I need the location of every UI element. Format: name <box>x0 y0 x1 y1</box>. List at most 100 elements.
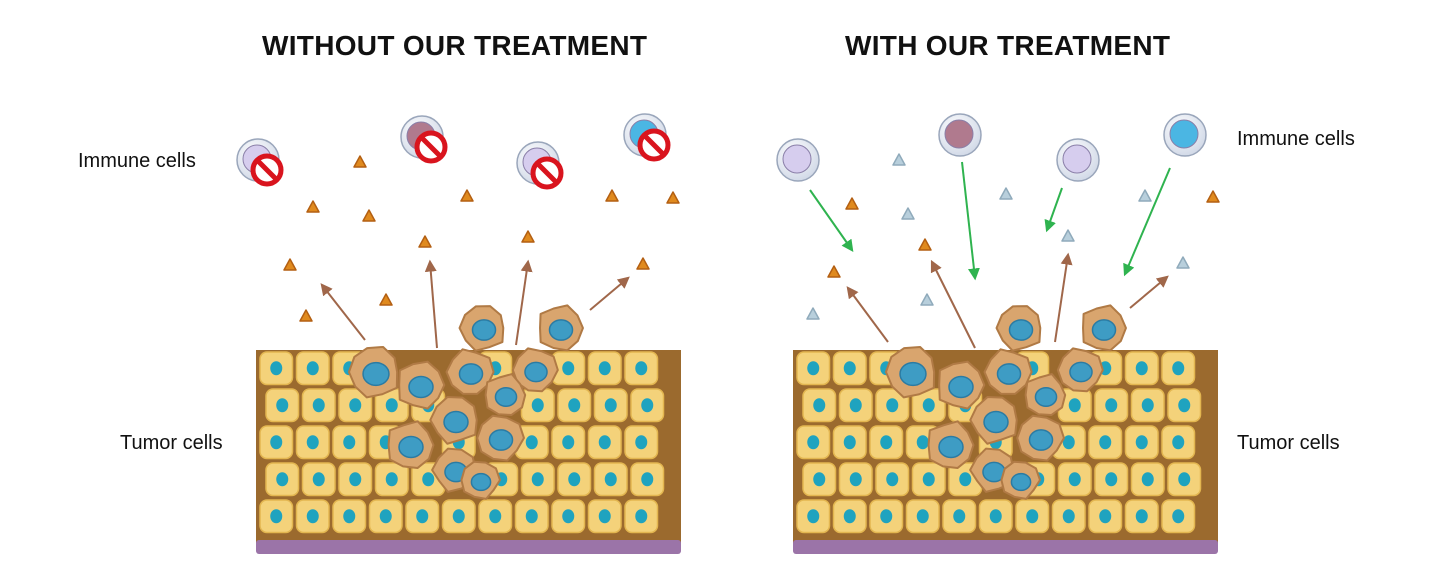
triangle-icon <box>379 293 393 306</box>
healthy-cell-nucleus <box>276 472 289 487</box>
tumor-cell-nucleus <box>398 435 424 459</box>
healthy-cell-nucleus <box>849 398 862 413</box>
triangle-icon <box>362 209 376 222</box>
healthy-cell-nucleus <box>922 398 935 413</box>
healthy-cell-nucleus <box>531 398 544 413</box>
healthy-cell-nucleus <box>306 509 319 524</box>
healthy-cell-nucleus <box>276 398 289 413</box>
healthy-cell-nucleus <box>568 472 581 487</box>
triangle-icon <box>299 309 313 322</box>
basement-membrane <box>256 540 681 554</box>
tumor-cell-nucleus <box>1034 387 1058 407</box>
tumor-cell-nucleus <box>524 361 548 383</box>
healthy-cell-nucleus <box>1135 435 1148 450</box>
healthy-cell-nucleus <box>989 509 1002 524</box>
tumor-cell-nucleus <box>1008 319 1034 341</box>
healthy-cell-nucleus <box>1062 435 1075 450</box>
arrow <box>589 276 630 311</box>
healthy-cell-nucleus <box>1105 398 1118 413</box>
healthy-cell-nucleus <box>922 472 935 487</box>
triangle-icon <box>605 189 619 202</box>
immune-cell-nucleus <box>782 144 812 174</box>
triangle-icon <box>999 187 1013 200</box>
healthy-cell-nucleus <box>1172 509 1185 524</box>
healthy-cell-nucleus <box>916 509 929 524</box>
healthy-cell-nucleus <box>1178 472 1191 487</box>
healthy-cell-nucleus <box>1141 398 1154 413</box>
healthy-cell-nucleus <box>349 398 362 413</box>
no-entry-icon-slash <box>256 159 278 181</box>
healthy-cell-nucleus <box>1141 472 1154 487</box>
tumor-cell-nucleus <box>443 410 469 434</box>
tumor-cell-nucleus <box>458 363 484 385</box>
healthy-cell-nucleus <box>959 472 972 487</box>
healthy-cell-nucleus <box>1026 509 1039 524</box>
healthy-cell-nucleus <box>635 361 648 376</box>
arrow <box>1123 167 1171 277</box>
panel-title-left: WITHOUT OUR TREATMENT <box>262 30 648 61</box>
healthy-cell-nucleus <box>306 361 319 376</box>
healthy-cell-nucleus <box>843 435 856 450</box>
healthy-cell-nucleus <box>1068 472 1081 487</box>
arrow <box>424 259 438 349</box>
tumor-cell-nucleus <box>938 435 964 459</box>
healthy-cell-nucleus <box>1062 509 1075 524</box>
healthy-cell-nucleus <box>880 435 893 450</box>
healthy-cell-nucleus <box>1135 361 1148 376</box>
triangle-icon <box>283 258 297 271</box>
healthy-cell-nucleus <box>562 361 575 376</box>
arrow <box>930 259 976 349</box>
healthy-cell-nucleus <box>843 509 856 524</box>
healthy-cell-nucleus <box>489 509 502 524</box>
immune-cell-nucleus <box>1169 119 1199 149</box>
healthy-cell-nucleus <box>886 472 899 487</box>
healthy-cell-nucleus <box>598 361 611 376</box>
immune-cell-nucleus <box>944 119 974 149</box>
tumor-cell-nucleus <box>1091 319 1117 341</box>
tumor-cell-nucleus <box>494 387 518 407</box>
triangle-icon <box>1138 189 1152 202</box>
healthy-cell-nucleus <box>270 509 283 524</box>
arrow <box>1054 252 1073 343</box>
arrow <box>1044 187 1063 233</box>
healthy-cell-nucleus <box>349 472 362 487</box>
tumor-cell-nucleus <box>362 361 390 387</box>
healthy-cell-nucleus <box>880 509 893 524</box>
healthy-cell-nucleus <box>562 435 575 450</box>
tumor-cell-nucleus <box>899 361 927 387</box>
tumor-cell-nucleus <box>408 375 434 399</box>
tumor-cells-label-left: Tumor cells <box>120 432 223 454</box>
healthy-cell-nucleus <box>635 509 648 524</box>
triangle-icon <box>1061 229 1075 242</box>
healthy-cell-nucleus <box>1178 398 1191 413</box>
left-panel-graphic <box>236 113 681 554</box>
tumor-cell-nucleus <box>1028 429 1054 451</box>
triangle-icon <box>636 257 650 270</box>
triangle-icon <box>418 235 432 248</box>
triangle-icon <box>918 238 932 251</box>
healthy-cell-nucleus <box>813 398 826 413</box>
healthy-cell-nucleus <box>568 398 581 413</box>
tumor-cells-label-right: Tumor cells <box>1237 432 1340 454</box>
arrow <box>320 283 366 341</box>
arrow <box>809 189 854 252</box>
healthy-cell-nucleus <box>813 472 826 487</box>
healthy-cell-nucleus <box>531 472 544 487</box>
healthy-cell-nucleus <box>312 472 325 487</box>
healthy-cell-nucleus <box>604 472 617 487</box>
triangle-icon <box>521 230 535 243</box>
healthy-cell-nucleus <box>270 361 283 376</box>
tumor-cell-nucleus <box>471 319 497 341</box>
triangle-icon <box>1206 190 1220 203</box>
immune-cells-label-left: Immune cells <box>78 150 196 172</box>
healthy-cell-nucleus <box>379 509 392 524</box>
triangle-icon <box>806 307 820 320</box>
tumor-cell-nucleus <box>488 429 514 451</box>
healthy-cell-nucleus <box>1172 435 1185 450</box>
healthy-cell-nucleus <box>452 509 465 524</box>
healthy-cell-nucleus <box>385 398 398 413</box>
healthy-cell-nucleus <box>807 435 820 450</box>
healthy-cell-nucleus <box>1135 509 1148 524</box>
healthy-cell-nucleus <box>306 435 319 450</box>
healthy-cell-nucleus <box>886 398 899 413</box>
